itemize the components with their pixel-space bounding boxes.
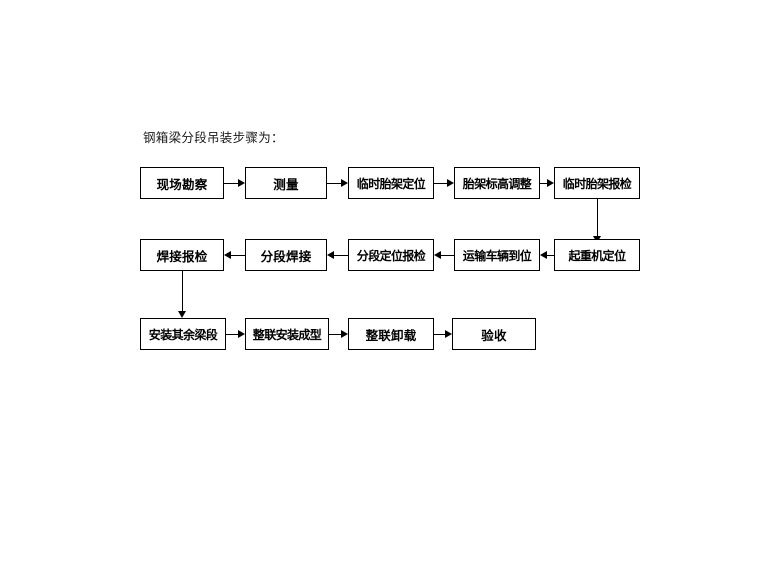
connector-line-n3-n4 xyxy=(434,183,447,184)
connector-arrow-n9-n10 xyxy=(224,250,231,259)
connector-arrow-n7-n8 xyxy=(434,250,441,259)
connector-arrow-n6-n7 xyxy=(540,250,547,259)
flow-node-segment-welding[interactable]: 分段焊接 xyxy=(245,239,327,271)
connector-arrow-n13-n14 xyxy=(445,329,452,338)
flow-node-segment-position-inspection[interactable]: 分段定位报检 xyxy=(348,239,434,271)
flow-node-measurement[interactable]: 测量 xyxy=(245,167,327,199)
connector-line-n2-n3 xyxy=(327,183,341,184)
flow-node-crane-positioning[interactable]: 起重机定位 xyxy=(554,239,640,271)
connector-line-n8-n9 xyxy=(334,255,348,256)
connector-line-n11-n12 xyxy=(226,334,238,335)
connector-arrow-n2-n3 xyxy=(341,178,348,187)
flowchart-caption: 钢箱梁分段吊装步骤为： xyxy=(143,130,284,145)
connector-line-n13-n14 xyxy=(434,334,445,335)
flow-node-install-remaining-segments[interactable]: 安装其余梁段 xyxy=(140,318,226,350)
connector-arrow-n10-n11 xyxy=(177,311,186,318)
connector-line-n1-n2 xyxy=(224,183,238,184)
connector-line-n10-n11 xyxy=(182,271,183,311)
flow-node-site-survey[interactable]: 现场勘察 xyxy=(140,167,224,199)
connector-line-n12-n13 xyxy=(329,334,341,335)
flow-node-welding-inspection[interactable]: 焊接报检 xyxy=(140,239,224,271)
flow-node-bracket-elevation-adjust[interactable]: 胎架标高调整 xyxy=(454,167,540,199)
flow-node-whole-span-assembly-forming[interactable]: 整联安装成型 xyxy=(245,318,329,350)
connector-arrow-n8-n9 xyxy=(327,250,334,259)
connector-line-n9-n10 xyxy=(231,255,245,256)
connector-arrow-n11-n12 xyxy=(238,329,245,338)
connector-line-n4-n5 xyxy=(540,183,547,184)
connector-line-n6-n7 xyxy=(547,255,554,256)
flow-node-whole-span-unloading[interactable]: 整联卸载 xyxy=(348,318,434,350)
flow-node-temp-bracket-positioning[interactable]: 临时胎架定位 xyxy=(348,167,434,199)
connector-arrow-n3-n4 xyxy=(447,178,454,187)
connector-line-n7-n8 xyxy=(441,255,454,256)
flow-node-temp-bracket-inspection[interactable]: 临时胎架报检 xyxy=(554,167,640,199)
flow-node-acceptance[interactable]: 验收 xyxy=(452,318,536,350)
connector-arrow-n4-n5 xyxy=(547,178,554,187)
connector-arrow-n1-n2 xyxy=(238,178,245,187)
flow-node-transport-vehicle-in-place[interactable]: 运输车辆到位 xyxy=(454,239,540,271)
connector-line-n5-n6 xyxy=(597,199,598,236)
connector-arrow-n12-n13 xyxy=(341,329,348,338)
